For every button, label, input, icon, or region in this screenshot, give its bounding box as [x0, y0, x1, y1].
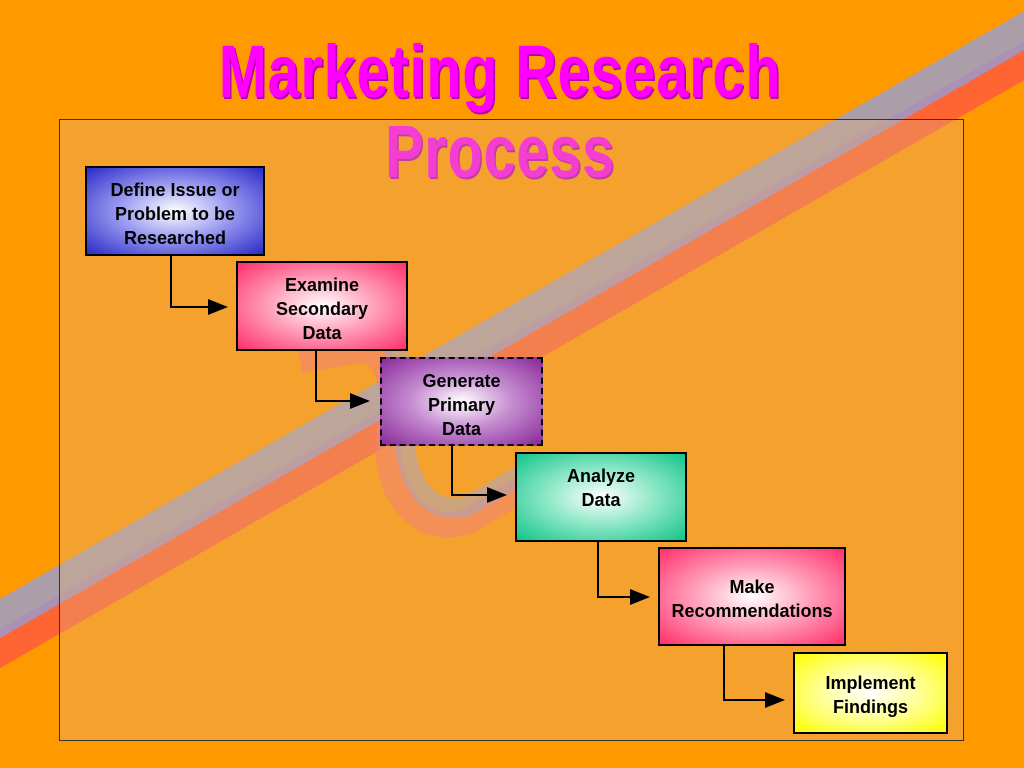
step-label: Examine Secondary Data	[275, 275, 369, 343]
step-label: Define Issue or Problem to be Researched	[110, 180, 240, 248]
step-label: Implement Findings	[825, 673, 916, 717]
step-label: Make Recommendations	[671, 577, 833, 621]
step-generate-primary-data: Generate Primary Data	[380, 357, 543, 446]
step-analyze-data: Analyze Data	[515, 452, 687, 542]
step-define-issue: Define Issue or Problem to be Researched	[85, 166, 265, 256]
step-implement-findings: Implement Findings	[793, 652, 948, 734]
step-label: Generate Primary Data	[422, 371, 501, 439]
step-examine-secondary-data: Examine Secondary Data	[236, 261, 408, 351]
step-make-recommendations: Make Recommendations	[658, 547, 846, 646]
step-label: Analyze Data	[566, 466, 636, 510]
slide-title: Marketing Research Process	[218, 30, 782, 193]
